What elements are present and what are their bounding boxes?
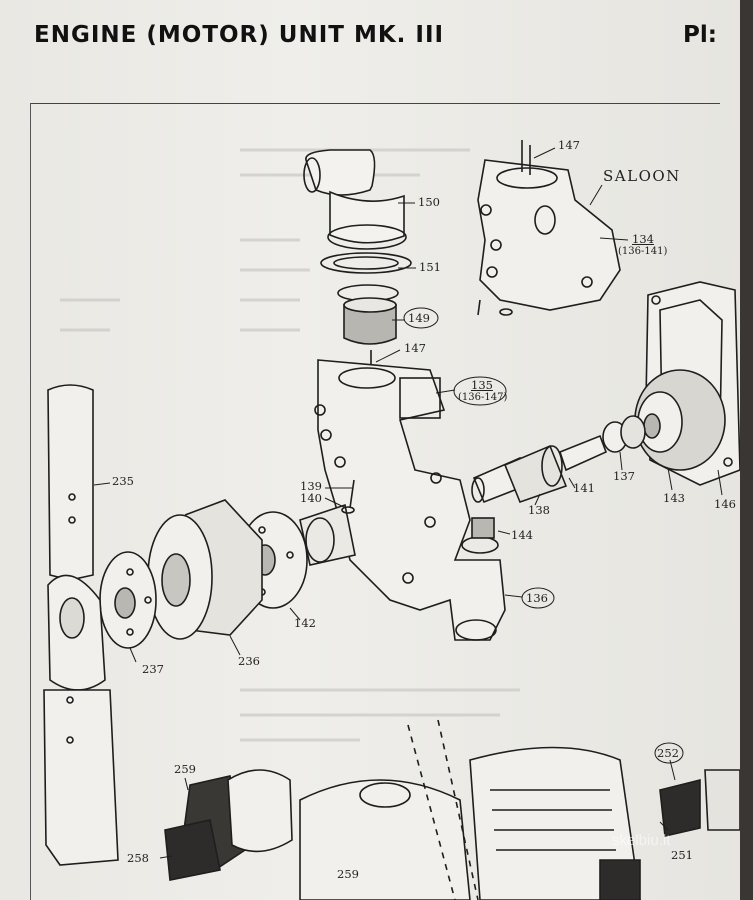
callout-259-left: 259 bbox=[174, 762, 196, 776]
part-134-saloon-pump bbox=[477, 140, 621, 316]
callout-258: 258 bbox=[127, 851, 149, 865]
callout-259-bottom: 259 bbox=[337, 867, 359, 881]
plate-number: Pl: bbox=[683, 22, 717, 48]
callout-141: 141 bbox=[573, 481, 595, 495]
part-149-thermostat bbox=[337, 284, 399, 345]
callout-151: 151 bbox=[419, 260, 441, 274]
frame-left-rule bbox=[30, 103, 31, 900]
callout-136: 136 bbox=[526, 591, 548, 605]
callout-147-saloon: 147 bbox=[558, 138, 580, 152]
watermark: skelbiu.lt bbox=[612, 832, 671, 849]
callout-139: 139 bbox=[300, 479, 322, 493]
part-143-impeller bbox=[634, 369, 726, 471]
callout-137: 137 bbox=[613, 469, 635, 483]
callout-135: 135 bbox=[471, 378, 493, 392]
callout-143: 143 bbox=[663, 491, 685, 505]
engine-block-lower bbox=[164, 746, 740, 900]
callout-142: 142 bbox=[294, 616, 316, 630]
header-rule bbox=[30, 103, 720, 104]
part-235-fan bbox=[43, 384, 119, 866]
part-138-spindle bbox=[471, 434, 608, 504]
callout-138: 138 bbox=[528, 503, 550, 517]
part-144-plug bbox=[471, 517, 495, 539]
callout-134: 134 bbox=[632, 232, 654, 246]
callout-236: 236 bbox=[238, 654, 260, 668]
page-title: ENGINE (MOTOR) UNIT MK. III bbox=[34, 22, 445, 48]
callout-140: 140 bbox=[300, 491, 322, 505]
callout-144: 144 bbox=[511, 528, 533, 542]
callout-135-range: (136-147) bbox=[458, 392, 508, 403]
callout-146: 146 bbox=[714, 497, 736, 511]
callout-147-pump: 147 bbox=[404, 341, 426, 355]
leader-lines bbox=[93, 147, 723, 859]
bleed-through-lines bbox=[60, 148, 520, 742]
part-135-pump-body bbox=[299, 359, 506, 641]
saloon-label: SALOON bbox=[603, 167, 681, 185]
callout-149: 149 bbox=[408, 311, 430, 325]
part-150-outlet-elbow bbox=[303, 149, 407, 250]
part-137-seal bbox=[602, 415, 646, 453]
part-236-pulley bbox=[147, 499, 263, 640]
callout-237: 237 bbox=[142, 662, 164, 676]
callout-252: 252 bbox=[657, 746, 679, 760]
callout-circles bbox=[403, 307, 684, 764]
part-237-spacer bbox=[99, 551, 157, 649]
part-139-bolt bbox=[341, 479, 355, 514]
callout-150: 150 bbox=[418, 195, 440, 209]
callout-134-range: (136-141) bbox=[618, 246, 668, 257]
callout-251: 251 bbox=[671, 848, 693, 862]
page-edge-shadow bbox=[740, 0, 753, 900]
callout-235: 235 bbox=[112, 474, 134, 488]
part-151-gasket bbox=[320, 252, 412, 274]
